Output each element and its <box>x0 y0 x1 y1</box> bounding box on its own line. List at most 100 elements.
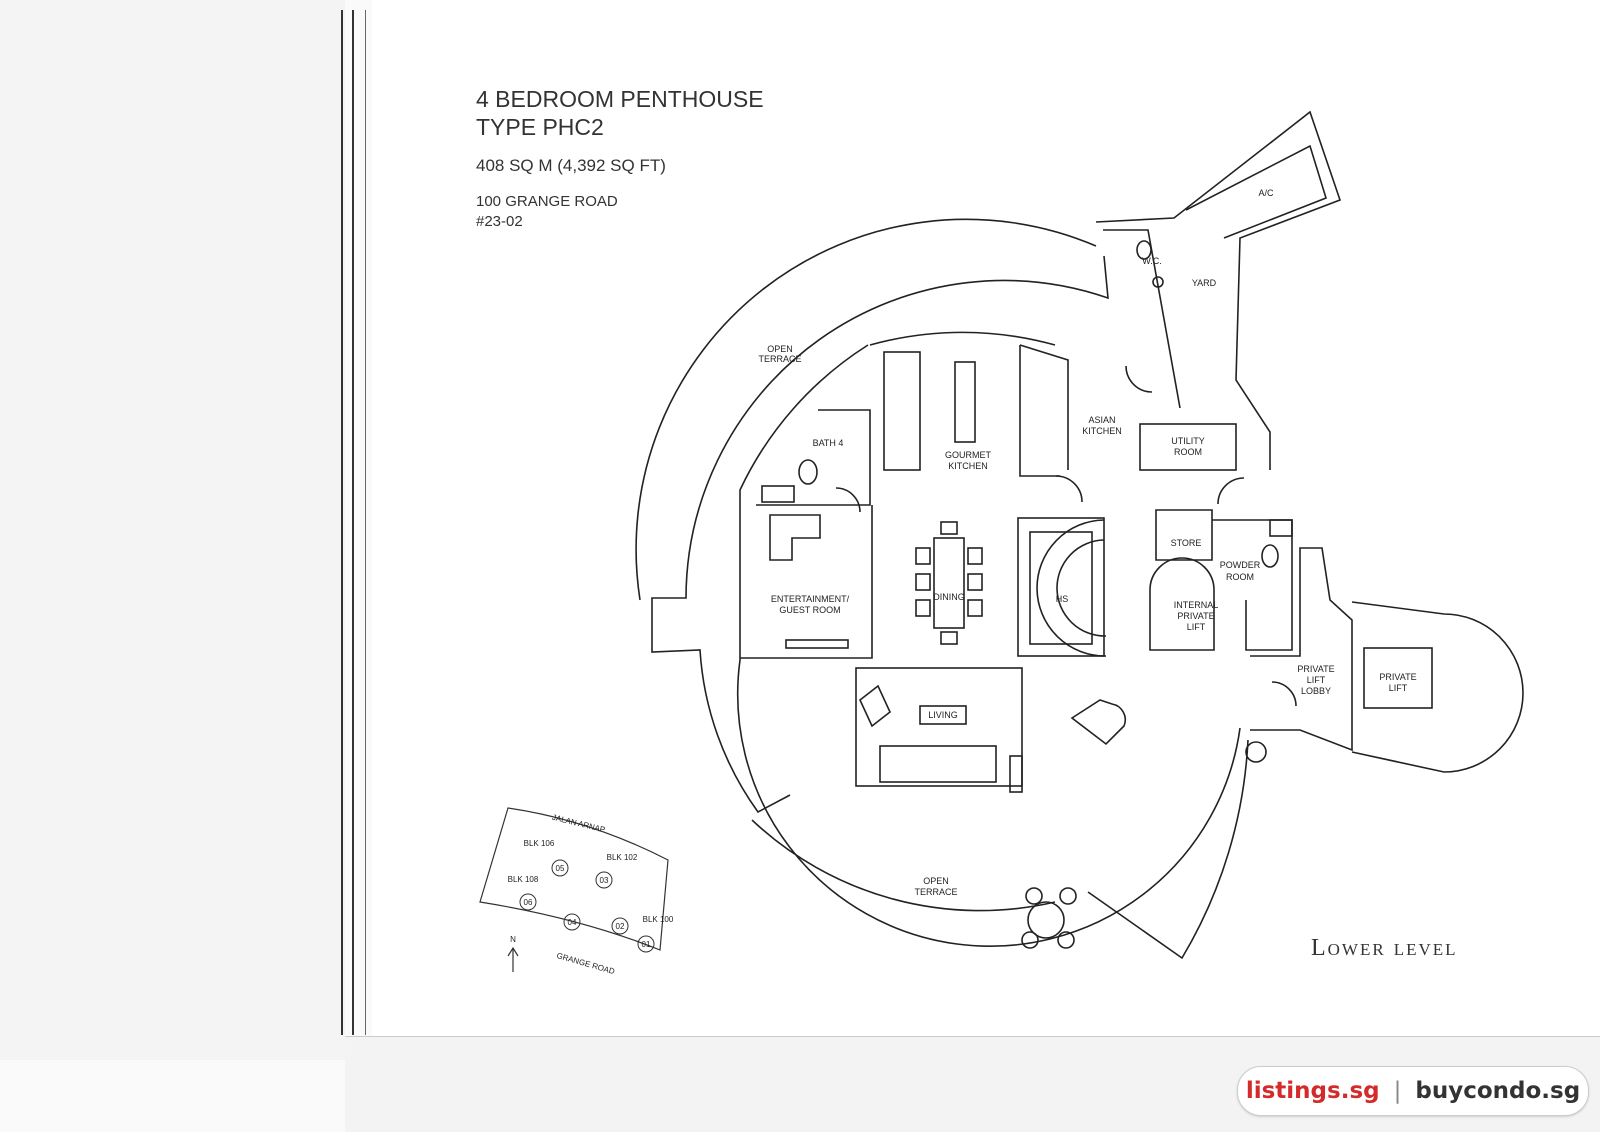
dining-chair <box>940 631 958 645</box>
door-swing <box>835 487 861 513</box>
bath4-wall <box>756 409 871 506</box>
bath4-shower <box>761 485 795 503</box>
wc-toilet <box>1136 240 1152 260</box>
room-ac: A/C <box>1258 188 1274 198</box>
open-terrace-label: TERRACE <box>914 887 957 897</box>
key-unit <box>563 913 581 931</box>
key-unit <box>551 859 569 877</box>
room-private-lift: PRIVATE <box>1379 672 1416 682</box>
room-yard: YARD <box>1192 278 1217 288</box>
powder-room-wall <box>1212 519 1293 651</box>
internal-lift-wall <box>1149 557 1215 651</box>
room-private-lift: LIFT <box>1389 683 1408 693</box>
unit-title: 4 BEDROOM PENTHOUSE <box>476 86 764 112</box>
key-unit-number: 01 <box>642 940 651 949</box>
hs-room-inner <box>1029 531 1093 645</box>
key-unit <box>611 917 629 935</box>
key-plan-site <box>479 807 669 951</box>
ac-ledge <box>1185 144 1327 239</box>
living-rug <box>855 667 1023 787</box>
room-powder: ROOM <box>1226 572 1254 582</box>
staircase <box>1036 519 1107 657</box>
key-road-bottom: GRANGE ROAD <box>556 951 616 976</box>
dining-chair <box>915 573 931 591</box>
room-bath4: BATH 4 <box>813 438 844 448</box>
living-sofa <box>879 745 997 783</box>
room-asian-kitchen: KITCHEN <box>1082 426 1122 436</box>
room-dining: DINING <box>933 592 965 602</box>
grand-piano <box>1070 699 1127 746</box>
asian-counter <box>1019 344 1069 470</box>
room-hs: HS <box>1056 594 1069 604</box>
planter <box>1245 741 1267 763</box>
watermark-badge: listings.sg | buycondo.sg <box>1237 1066 1589 1116</box>
key-unit-number: 02 <box>616 922 625 931</box>
lower-terrace-edge <box>1087 739 1249 960</box>
north-arrow-icon <box>507 946 519 972</box>
room-gourmet-kitchen: GOURMET <box>945 450 992 460</box>
room-wc: W.C. <box>1142 256 1162 266</box>
key-road-top: JALAN ARNAP <box>551 813 606 835</box>
dining-chair <box>967 547 983 565</box>
wc-basin <box>1152 276 1164 288</box>
room-powder: POWDER <box>1220 560 1261 570</box>
binding-line <box>341 10 343 1035</box>
key-unit-number: 06 <box>524 898 533 907</box>
room-lift-lobby: PRIVATE <box>1297 664 1334 674</box>
watermark-right: buycondo.sg <box>1415 1078 1581 1104</box>
key-unit <box>595 871 613 889</box>
room-utility: UTILITY <box>1171 436 1205 446</box>
north-label: N <box>510 935 516 944</box>
lower-terrace-arc <box>751 819 1056 912</box>
room-store: STORE <box>1171 538 1202 548</box>
gourmet-counter <box>883 351 921 471</box>
left-page-margin <box>0 0 345 1060</box>
key-block: BLK 100 <box>643 915 674 924</box>
side-table <box>1009 755 1023 793</box>
room-internal-lift: INTERNAL <box>1174 600 1219 610</box>
room-living: LIVING <box>928 710 958 720</box>
service-wing-wall <box>1095 110 1342 470</box>
key-block: BLK 108 <box>508 875 539 884</box>
room-asian-kitchen: ASIAN <box>1088 415 1115 425</box>
inner-circle-wall <box>736 344 1241 948</box>
dining-chair <box>940 521 958 535</box>
guest-room-wall <box>740 505 873 659</box>
terrace-table <box>1027 901 1065 939</box>
private-lobby-wall <box>1250 547 1353 752</box>
key-block: BLK 102 <box>607 853 638 862</box>
unit-number: #23-02 <box>476 213 523 230</box>
guest-sofa <box>769 514 821 561</box>
open-terrace-label: OPEN <box>767 344 793 354</box>
bath4-toilet <box>798 459 818 485</box>
dining-chair <box>967 573 983 591</box>
asian-kitchen-wall <box>1019 345 1060 477</box>
dining-chair <box>915 599 931 617</box>
key-unit-number: 04 <box>568 918 577 927</box>
dining-chair <box>967 599 983 617</box>
living-armchair <box>859 684 891 728</box>
unit-address: 100 GRANGE ROAD <box>476 193 618 210</box>
room-entertainment: ENTERTAINMENT/ <box>771 594 850 604</box>
key-unit <box>519 893 537 911</box>
key-block: BLK 106 <box>524 839 555 848</box>
hs-room-wall <box>1017 517 1105 657</box>
dining-chair <box>915 547 931 565</box>
door-swing <box>1271 681 1297 707</box>
kitchen-island <box>954 361 976 443</box>
open-terrace-label: TERRACE <box>758 354 801 364</box>
room-lift-lobby: LOBBY <box>1301 686 1331 696</box>
powder-toilet <box>1261 544 1279 568</box>
key-unit-number: 05 <box>556 864 565 873</box>
living-table <box>919 705 967 725</box>
store-wall <box>1155 509 1213 561</box>
utility-room <box>1139 423 1237 471</box>
key-plan: JALAN ARNAP GRANGE ROAD BLK 106 BLK 102 … <box>479 807 674 976</box>
unit-area: 408 SQ M (4,392 SQ FT) <box>476 156 666 175</box>
room-entertainment: GUEST ROOM <box>779 605 840 615</box>
private-lift-car <box>1363 647 1433 709</box>
outer-terrace-arc <box>635 218 1097 601</box>
key-unit-number: 03 <box>600 876 609 885</box>
watermark-left: listings.sg <box>1245 1078 1380 1104</box>
